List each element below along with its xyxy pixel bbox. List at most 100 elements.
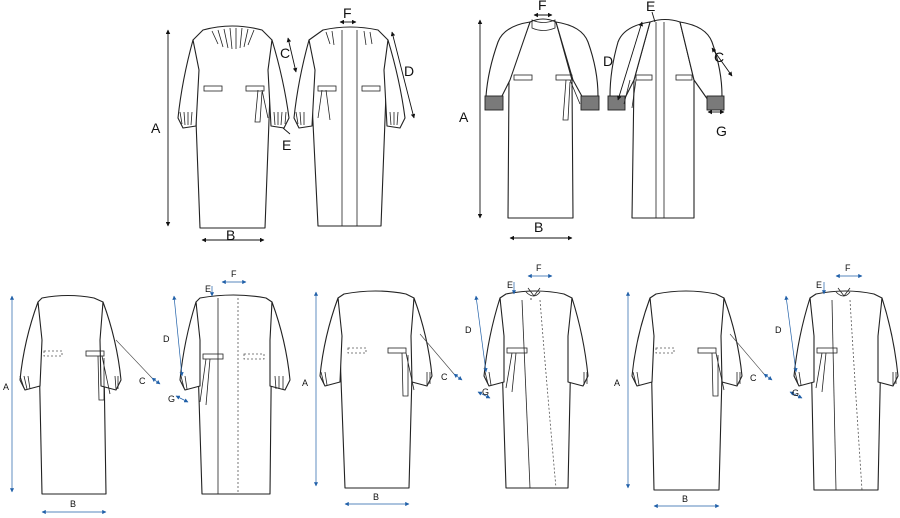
label-c: C (280, 45, 290, 61)
wrap-a-hidden-edge (539, 299, 557, 489)
raglan-ties (562, 79, 581, 121)
wrap-b-back-overlap (831, 299, 837, 491)
wrap-b-label-g: G (792, 388, 799, 398)
wrap-a-cuff-gathers (320, 371, 431, 386)
straight-cuff-gathers (19, 375, 119, 390)
raglan-label-g: G (716, 123, 727, 139)
back-shoulder-gathers (325, 30, 373, 46)
wrap-b-dimension-c-line (763, 373, 773, 381)
wrap-a-ties (401, 352, 415, 397)
wrap-a-label-d: D (465, 325, 472, 335)
straight-label-g: G (168, 394, 175, 404)
back-knit-cuff-left (607, 95, 626, 111)
back-right-sleeve (383, 39, 406, 129)
wrap-a-neck-tie (525, 287, 541, 300)
wrap-b-back-tie (815, 352, 827, 393)
back-opening (341, 30, 358, 226)
wrap-a-belt-left (347, 347, 367, 354)
gown-back-body (308, 26, 389, 227)
back-knit-cuff-right (706, 95, 725, 111)
panel-straight-gown: A B C D E F G (3, 269, 291, 515)
straight-back-body (195, 294, 273, 495)
panel-wrap-gown-b: A B C D E F G (614, 263, 899, 509)
wrap-a-back-body (499, 290, 573, 489)
raglan-label-f: F (538, 0, 547, 13)
wrap-a-label-c: C (441, 372, 448, 382)
wrap-b-front-view (631, 290, 743, 491)
wrap-a-back-view (483, 287, 589, 489)
wrap-a-back-right-sleeve (567, 297, 589, 387)
straight-label-f: F (231, 269, 237, 279)
straight-c-guide (115, 339, 153, 379)
wrap-b-label-e: E (816, 280, 822, 290)
label-b: B (226, 227, 235, 243)
wrap-a-dimension-c-line (453, 373, 463, 381)
raglan-label-e: E (646, 0, 655, 14)
straight-front-view (19, 294, 122, 495)
back-cuff-gathers (295, 111, 399, 126)
wrap-a-back-cuff-gathers (484, 371, 588, 386)
wrap-a-back-overlap (521, 299, 531, 489)
straight-ties (97, 355, 111, 401)
label-e: E (282, 137, 291, 153)
straight-back-right-sleeve (269, 301, 291, 391)
straight-label-b: B (70, 499, 76, 509)
wrap-b-back-body (809, 290, 883, 491)
wrap-b-label-b: B (682, 494, 688, 504)
neck-gathers (211, 27, 255, 50)
label-a: A (151, 120, 161, 136)
straight-label-c: C (139, 376, 146, 386)
wrap-a-dimension-d-line (474, 295, 488, 373)
wrap-a-label-e: E (507, 280, 513, 290)
wrap-b-front-body (649, 290, 725, 491)
straight-dimension-g-line (175, 395, 189, 403)
raglan-back-body (631, 18, 695, 219)
raglan-back-view (607, 18, 725, 219)
wrap-b-back-right-sleeve (877, 297, 899, 387)
wrap-b-label-d: D (775, 325, 782, 335)
wrap-b-back-cuff-gathers (794, 371, 897, 386)
wrap-a-label-a: A (302, 378, 308, 388)
straight-dimension-d-line (172, 295, 184, 377)
wrap-a-dimension-g-line (477, 391, 491, 399)
gown-back-view (293, 26, 406, 227)
wrap-a-front-body (337, 290, 415, 489)
wrap-b-back-belt-left (816, 347, 838, 354)
straight-label-a: A (3, 382, 9, 392)
wrap-a-label-g: G (482, 387, 489, 397)
panel-raglan-gown: A B F D E C G (459, 0, 733, 241)
straight-belt-left (43, 350, 63, 357)
wrap-b-belt-left (655, 347, 675, 354)
raglan-label-b: B (534, 219, 543, 235)
raglan-belt-right (555, 74, 573, 81)
back-belt-right (361, 85, 381, 92)
wrap-b-label-c: C (750, 373, 757, 383)
knit-cuff-left (484, 95, 504, 111)
raglan-back-opening (655, 22, 665, 218)
dimension-e-line (282, 127, 291, 135)
wrap-b-belt-right (697, 347, 717, 354)
back-left-sleeve (293, 39, 316, 129)
straight-back-view (179, 294, 291, 495)
wrap-b-label-f: F (845, 263, 851, 273)
panel-gathered-gown: A B C E F D (151, 5, 416, 243)
gown-front-view (177, 25, 290, 229)
right-sleeve (267, 39, 290, 129)
raglan-label-d: D (603, 53, 613, 69)
straight-back-left-sleeve (179, 301, 201, 391)
wrap-b-back-left-sleeve (793, 297, 815, 387)
raglan-back-belt-right (675, 74, 693, 81)
waist-belt-right (245, 85, 265, 92)
raglan-belt-left (513, 74, 533, 81)
wrap-a-back-left-sleeve (483, 297, 505, 387)
straight-left-sleeve (19, 301, 43, 391)
raglan-front-view (484, 18, 600, 219)
straight-label-e: E (205, 284, 211, 294)
wrap-b-left-sleeve (631, 297, 655, 387)
wrap-a-front-view (319, 290, 433, 489)
wrap-b-label-a: A (614, 378, 620, 388)
raglan-dimension-e-line (651, 11, 656, 23)
straight-back-tie (199, 358, 211, 406)
